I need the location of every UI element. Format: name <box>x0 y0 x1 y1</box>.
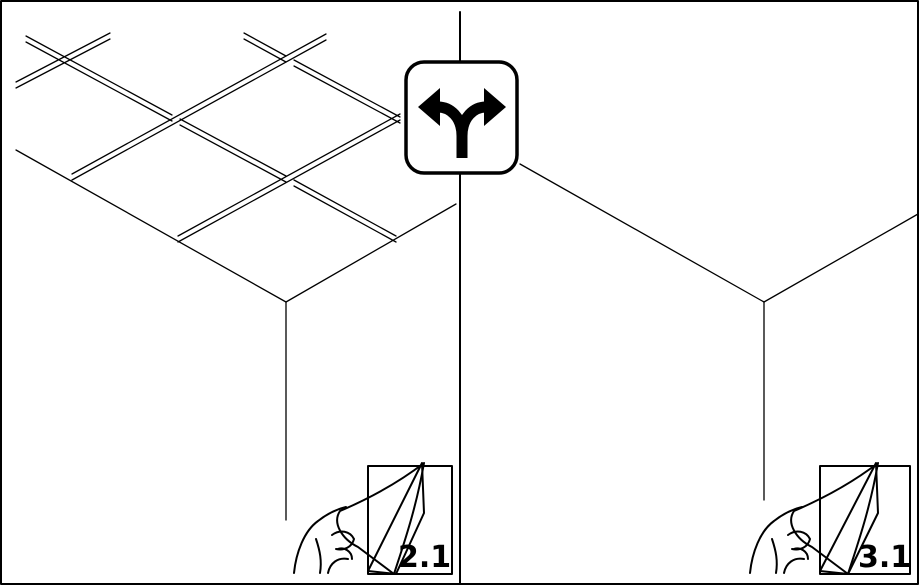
hand-turning-page-icon[interactable]: 2.1 <box>293 462 453 575</box>
page-reference-label: 3.1 <box>858 540 911 575</box>
ceiling-grid <box>15 32 401 243</box>
branch-arrows-icon[interactable] <box>404 60 519 175</box>
right-panel: 3.1 <box>519 163 919 575</box>
hand-turning-page-icon[interactable]: 3.1 <box>749 462 911 575</box>
page-reference-label: 2.1 <box>398 540 451 575</box>
left-panel: 2.1 <box>15 32 457 575</box>
room-corner-right <box>519 163 919 501</box>
room-corner-left <box>15 149 457 521</box>
